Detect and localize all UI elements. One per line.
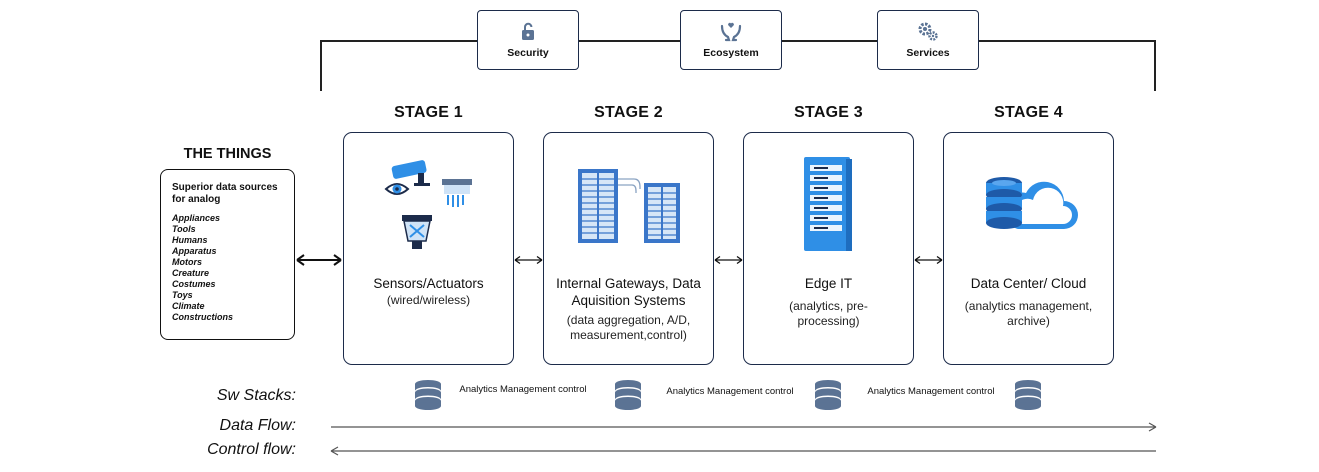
- stage3-to-stage4-arrow: [914, 255, 943, 265]
- sprinkler-icon: [402, 215, 432, 249]
- sensors-illustration: [384, 160, 472, 249]
- stage1-to-stage2-arrow: [514, 255, 543, 265]
- list-item: Climate: [172, 301, 205, 311]
- services-box: Services: [877, 10, 979, 70]
- stage-1-name: Sensors/Actuators: [373, 276, 484, 291]
- list-item: Apparatus: [172, 246, 217, 256]
- stage-3-name: Edge IT: [804, 276, 853, 291]
- stage-1-title: STAGE 1: [394, 104, 463, 121]
- stage2-to-stage3-arrow: [714, 255, 743, 265]
- list-item: Costumes: [172, 279, 216, 289]
- list-item: Toys: [172, 290, 193, 300]
- database-icon: [815, 380, 841, 410]
- data-flow-label: Data Flow:: [219, 417, 296, 434]
- list-item: Motors: [172, 257, 202, 267]
- stage-4-sub: (analytics management, archive): [964, 299, 1093, 328]
- stage-2-name: Internal Gateways, Data Aquisition Syste…: [556, 276, 701, 308]
- eye-icon: [384, 183, 410, 195]
- control-flow-label: Control flow:: [207, 441, 296, 458]
- stage-4-box: Data Center/ Cloud (analytics management…: [943, 132, 1114, 365]
- things-box: Superior data sources for analog Applian…: [160, 169, 295, 340]
- stage-2-box: Internal Gateways, Data Aquisition Syste…: [543, 132, 714, 365]
- list-item: Constructions: [172, 312, 234, 322]
- stage-2-title: STAGE 2: [594, 104, 663, 121]
- data-flow-arrow: [331, 422, 1157, 432]
- stage-3-sub: (analytics, pre-processing): [789, 299, 868, 328]
- list-item: Humans: [172, 235, 208, 245]
- server-rack-icon: [578, 169, 618, 243]
- services-label: Services: [906, 47, 950, 59]
- stage-4-name: Data Center/ Cloud: [970, 276, 1087, 291]
- ecosystem-label: Ecosystem: [703, 47, 759, 59]
- things-heading: Superior data sources for analog: [172, 182, 278, 205]
- stage-4-title: STAGE 4: [994, 104, 1063, 121]
- bracket-left-line: [320, 40, 322, 91]
- control-flow-arrow: [330, 446, 1156, 456]
- things-title: THE THINGS: [183, 146, 272, 162]
- sw-stacks-label: Sw Stacks:: [216, 387, 296, 404]
- things-list: Appliances Tools Humans Apparatus Motors…: [172, 213, 233, 323]
- stage-1-sub: (wired/wireless): [386, 293, 471, 307]
- gears-icon: [878, 20, 978, 42]
- database-icon: [986, 177, 1022, 229]
- stage-3-box: Edge IT (analytics, pre-processing): [743, 132, 914, 365]
- detector-icon: [442, 179, 472, 207]
- ecosystem-box: Ecosystem: [680, 10, 782, 70]
- database-icon: [1015, 380, 1041, 410]
- stack-label-1: Analytics Management control: [459, 384, 587, 395]
- edge-server-icon: [804, 157, 852, 251]
- server-rack-icon: [644, 183, 680, 243]
- things-to-stage1-arrow: [296, 254, 342, 266]
- stage-3-title: STAGE 3: [794, 104, 863, 121]
- security-box: Security: [477, 10, 579, 70]
- stack-label-2: Analytics Management control: [666, 386, 794, 397]
- database-icon: [615, 380, 641, 410]
- bracket-right-line: [1154, 40, 1156, 91]
- database-icon: [415, 380, 441, 410]
- stage-2-sub: (data aggregation, A/D, measurement,cont…: [566, 313, 691, 342]
- security-label: Security: [507, 47, 549, 59]
- list-item: Tools: [172, 224, 196, 234]
- list-item: Appliances: [172, 213, 221, 223]
- lock-icon: [478, 20, 578, 42]
- stage-1-box: Sensors/Actuators (wired/wireless): [343, 132, 514, 365]
- gateway-servers-illustration: [578, 169, 680, 243]
- hands-icon: [681, 20, 781, 42]
- camera-icon: [391, 160, 430, 186]
- list-item: Creature: [172, 268, 210, 278]
- stack-label-3: Analytics Management control: [867, 386, 995, 397]
- cloud-database-icon: [986, 177, 1078, 229]
